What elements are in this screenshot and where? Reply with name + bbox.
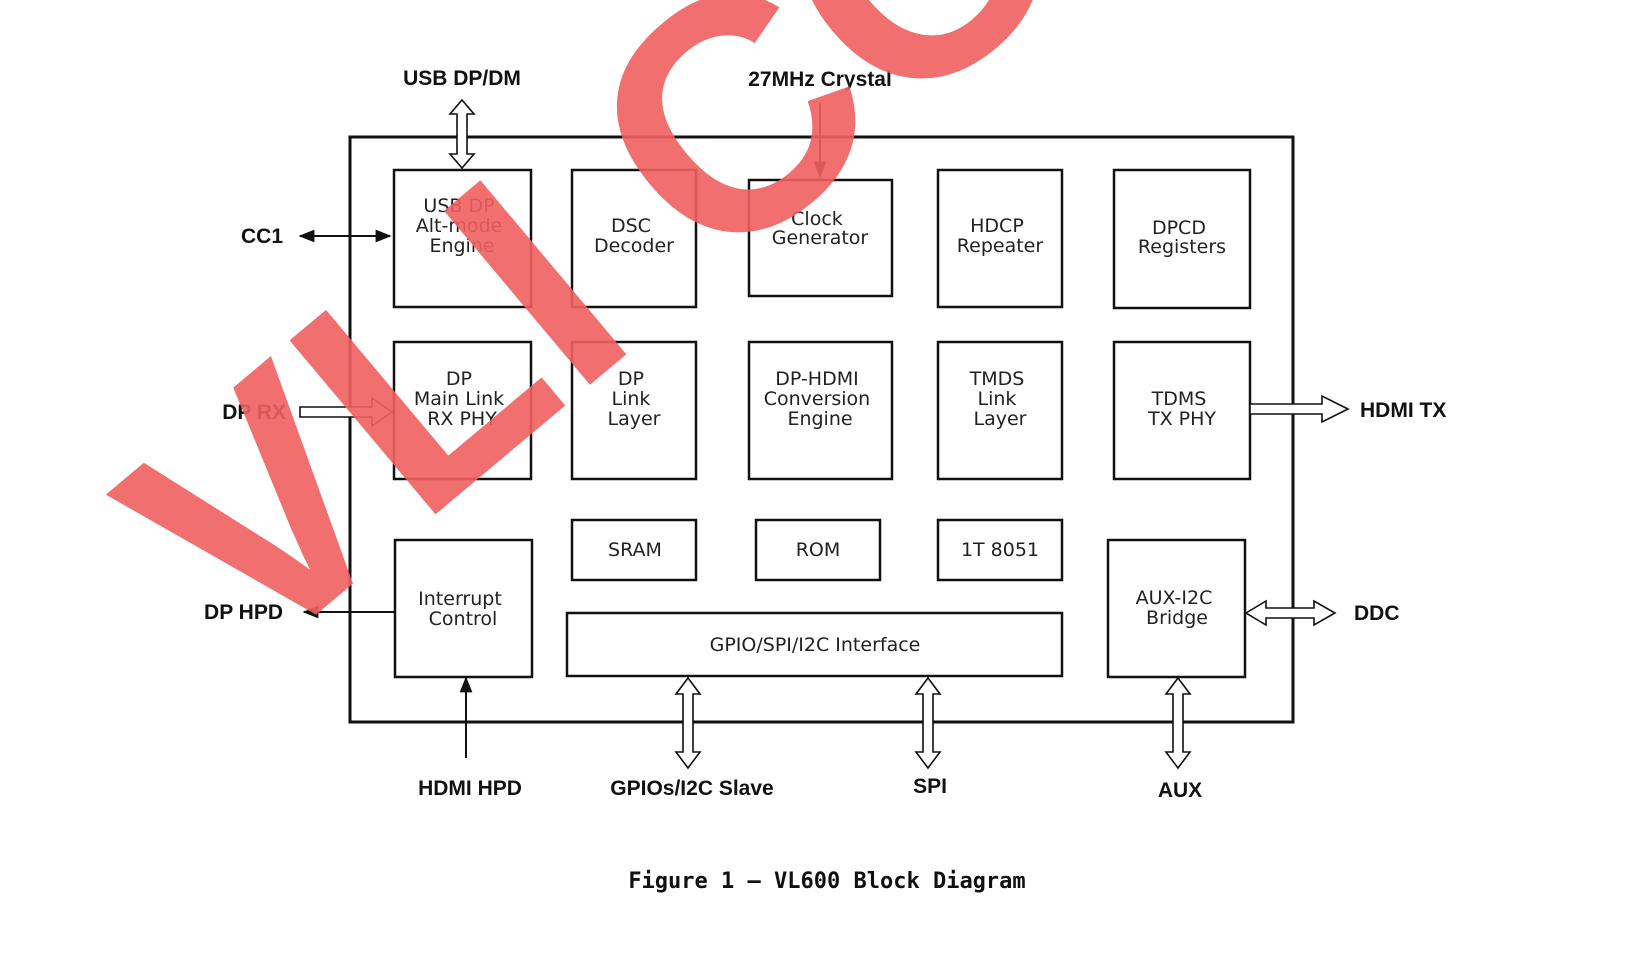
block-label-line: TMDS [969, 368, 1025, 390]
svg-text:DSC Decoder: DSC Decoder [594, 215, 674, 257]
chip-outline [348, 135, 1295, 724]
block-label-line: Clock [791, 208, 843, 230]
svg-text:AUX-I2C Bridge: AUX-I2C Bridge [1136, 587, 1219, 629]
svg-text:HDCP Repeater: HDCP Repeater [957, 215, 1044, 257]
figure-caption: Figure 1 – VL600 Block Diagram [628, 869, 1025, 894]
block-dp-link-layer: DP Link Layer [570, 340, 698, 481]
block-label-line: Decoder [594, 235, 674, 257]
label-dp-rx: DP RX [222, 401, 286, 424]
block-tmds-link-layer: TMDS Link Layer [936, 340, 1064, 481]
block-label-line: Link [612, 388, 651, 410]
label-usb-dpdm: USB DP/DM [403, 67, 521, 90]
block-label-line: RX PHY [427, 408, 497, 430]
block-label-line: Main Link [414, 388, 504, 410]
block-label-line: Conversion [764, 388, 871, 410]
svg-text:USB DP Alt-mode En: USB DP Alt-mode Engine [416, 195, 509, 257]
aux-bus-arrow [1164, 676, 1192, 770]
block-rom: ROM [754, 518, 882, 582]
block-label-line: DP [618, 368, 644, 390]
label-dp-hpd: DP HPD [204, 601, 283, 624]
svg-text:DP Link Layer: DP Link Layer [608, 368, 661, 430]
block-label-line: DPCD [1152, 217, 1206, 239]
usb-dpdm-bus-arrow [448, 98, 476, 170]
svg-text:ROM: ROM [796, 539, 841, 561]
block-label-line: Layer [974, 408, 1027, 430]
block-label-line: Engine [787, 408, 852, 430]
label-gpios-i2c-slave: GPIOs/I2C Slave [610, 777, 773, 800]
label-aux: AUX [1158, 779, 1202, 802]
block-gpio-spi-i2c-interface: GPIO/SPI/I2C Interface [565, 611, 1064, 678]
block-label-line: TX PHY [1147, 408, 1216, 430]
block-dsc-decoder: DSC Decoder [570, 168, 698, 309]
dp-rx-bus-arrow [299, 396, 394, 428]
svg-text:DP-HDMI Conversion: DP-HDMI Conversion Engine [764, 368, 877, 430]
block-label-line: DP [446, 368, 472, 390]
block-label-line: Alt-mode [416, 215, 502, 237]
block-1t-8051: 1T 8051 [936, 518, 1064, 582]
block-label-line: USB DP [423, 195, 494, 217]
label-hdmi-tx: HDMI TX [1360, 399, 1446, 422]
svg-text:1T 8051: 1T 8051 [961, 539, 1039, 561]
confidential-watermark: VLI CONFIDENTIAL [58, 0, 1649, 724]
block-label-line: TDMS [1151, 388, 1207, 410]
block-dp-hdmi-conversion-engine: DP-HDMI Conversion Engine [747, 340, 894, 481]
label-spi: SPI [913, 775, 947, 798]
svg-text:GPIO/SPI/I2C Interface: GPIO/SPI/I2C Interface [710, 634, 921, 656]
block-label-line: Link [978, 388, 1017, 410]
label-27mhz-crystal: 27MHz Crystal [748, 68, 892, 91]
svg-text:SRAM: SRAM [608, 539, 662, 561]
spi-bus-arrow [914, 676, 942, 770]
block-label-line: AUX-I2C [1136, 587, 1213, 609]
block-label-line: HDCP [970, 215, 1024, 237]
hdmi-tx-bus-arrow [1249, 394, 1350, 424]
block-tdms-tx-phy: TDMS TX PHY [1112, 340, 1252, 481]
gpio-bus-arrow [674, 676, 702, 770]
label-ddc: DDC [1354, 602, 1400, 625]
svg-text:DP Main Link RX PH: DP Main Link RX PHY [414, 368, 510, 430]
svg-text:Interrupt Control: Interrupt Control [418, 588, 508, 630]
block-sram: SRAM [570, 518, 698, 582]
svg-text:TMDS Link Layer: TMDS Link Layer [969, 368, 1031, 430]
block-label-line: DP-HDMI [775, 368, 858, 390]
block-label-line: Interrupt [418, 588, 502, 610]
block-dp-main-link-rx-phy: DP Main Link RX PHY [392, 340, 533, 481]
label-cc1: CC1 [241, 225, 283, 248]
svg-text:TDMS TX PHY: TDMS TX PHY [1147, 388, 1216, 430]
svg-text:Clock Generator: Clock Generator [772, 208, 869, 249]
label-hdmi-hpd: HDMI HPD [418, 777, 522, 800]
block-label-line: Layer [608, 408, 661, 430]
block-aux-i2c-bridge: AUX-I2C Bridge [1106, 538, 1247, 679]
block-dpcd-registers: DPCD Registers [1112, 168, 1252, 310]
block-interrupt-control: Interrupt Control [393, 538, 534, 679]
block-hdcp-repeater: HDCP Repeater [936, 168, 1064, 309]
ddc-bus-arrow [1244, 599, 1337, 627]
block-label-line: Repeater [957, 235, 1044, 257]
block-label-line: Engine [429, 235, 494, 257]
block-label-line: DSC [611, 215, 651, 237]
block-label-line: Control [429, 608, 498, 630]
block-usb-dp-alt-mode-engine: USB DP Alt-mode Engine [392, 168, 533, 309]
block-label-line: Generator [772, 227, 869, 249]
block-label-line: Registers [1138, 236, 1226, 258]
block-label-line: Bridge [1146, 607, 1208, 629]
block-clock-generator: Clock Generator [747, 178, 894, 298]
svg-text:DPCD Registers: DPCD Registers [1138, 217, 1226, 258]
